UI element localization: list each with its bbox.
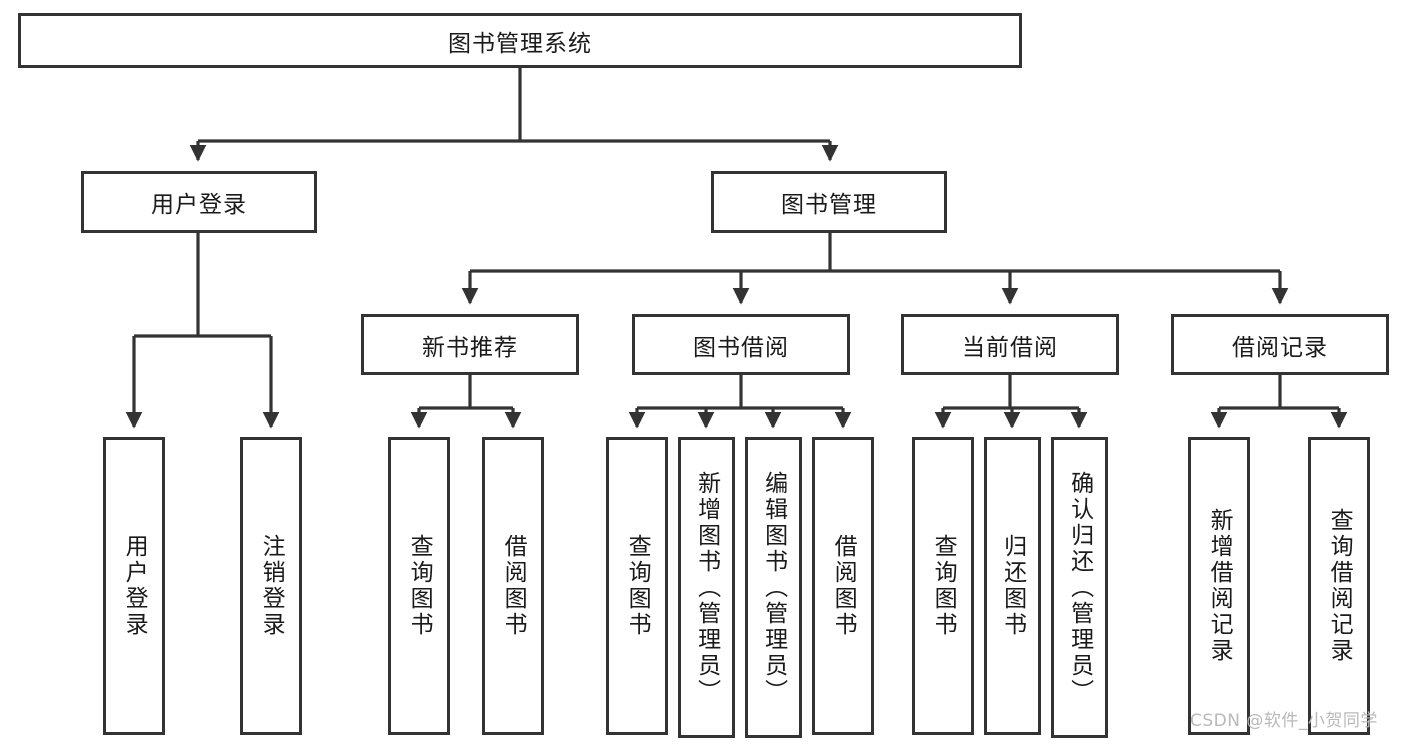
edges-user-login-to-leaves	[125, 233, 280, 429]
node-user-login-label: 用户登录	[151, 192, 247, 218]
node-leaf-add-borrow-record-label: 新增借阅记录	[1206, 508, 1233, 664]
csdn-watermark: CSDN @软件_小贺同学	[1190, 711, 1378, 731]
node-leaf-query-book-3[interactable]: 查询图书	[912, 437, 974, 735]
node-leaf-borrow-book-2[interactable]: 借阅图书	[812, 437, 874, 735]
node-root-system-label: 图书管理系统	[448, 30, 592, 57]
edges-new-book-rec-to-leaves	[410, 375, 522, 429]
node-user-login[interactable]: 用户登录	[81, 171, 317, 233]
node-leaf-add-book-label: 新增图书（管理员）	[693, 470, 720, 705]
node-book-borrow-label: 图书借阅	[693, 334, 789, 361]
node-leaf-query-book-1-label: 查询图书	[406, 534, 433, 638]
node-leaf-return-book-label: 归还图书	[999, 534, 1026, 638]
node-current-borrow[interactable]: 当前借阅	[901, 314, 1119, 375]
node-leaf-edit-book-label: 编辑图书（管理员）	[760, 470, 787, 705]
node-leaf-logout[interactable]: 注销登录	[240, 437, 302, 735]
node-leaf-query-borrow-record-label: 查询借阅记录	[1326, 508, 1353, 664]
edges-current-borrow-to-leaves	[934, 375, 1088, 429]
node-leaf-borrow-book-2-label: 借阅图书	[830, 534, 857, 638]
node-leaf-return-book[interactable]: 归还图书	[984, 437, 1041, 735]
node-leaf-query-book-3-label: 查询图书	[930, 534, 957, 638]
node-leaf-borrow-book-1-label: 借阅图书	[500, 534, 527, 638]
node-leaf-confirm-return[interactable]: 确认归还（管理员）	[1051, 437, 1108, 738]
node-leaf-query-borrow-record[interactable]: 查询借阅记录	[1308, 437, 1370, 735]
edges-book-manage-to-level3	[461, 233, 1289, 305]
node-leaf-user-login[interactable]: 用户登录	[103, 437, 165, 735]
edges-root-to-level2	[189, 68, 839, 162]
node-book-borrow[interactable]: 图书借阅	[632, 314, 850, 375]
edges-borrow-record-to-leaves	[1210, 375, 1348, 429]
node-leaf-add-borrow-record[interactable]: 新增借阅记录	[1188, 437, 1250, 735]
node-leaf-user-login-label: 用户登录	[121, 534, 148, 638]
node-leaf-borrow-book-1[interactable]: 借阅图书	[482, 437, 544, 735]
node-root-system[interactable]: 图书管理系统	[18, 13, 1022, 68]
node-leaf-logout-label: 注销登录	[258, 534, 285, 638]
node-book-manage[interactable]: 图书管理	[711, 171, 947, 233]
node-leaf-add-book[interactable]: 新增图书（管理员）	[678, 437, 735, 738]
node-leaf-query-book-1[interactable]: 查询图书	[388, 437, 450, 735]
node-book-manage-label: 图书管理	[781, 192, 877, 218]
node-new-book-recommend-label: 新书推荐	[422, 334, 518, 361]
node-borrow-record[interactable]: 借阅记录	[1171, 314, 1389, 375]
node-current-borrow-label: 当前借阅	[962, 334, 1058, 361]
node-leaf-edit-book[interactable]: 编辑图书（管理员）	[745, 437, 802, 738]
node-leaf-query-book-2-label: 查询图书	[624, 534, 651, 638]
node-borrow-record-label: 借阅记录	[1232, 334, 1328, 361]
edges-book-borrow-to-leaves	[628, 375, 852, 429]
node-new-book-recommend[interactable]: 新书推荐	[361, 314, 579, 375]
node-leaf-query-book-2[interactable]: 查询图书	[606, 437, 668, 735]
node-leaf-confirm-return-label: 确认归还（管理员）	[1066, 470, 1093, 705]
